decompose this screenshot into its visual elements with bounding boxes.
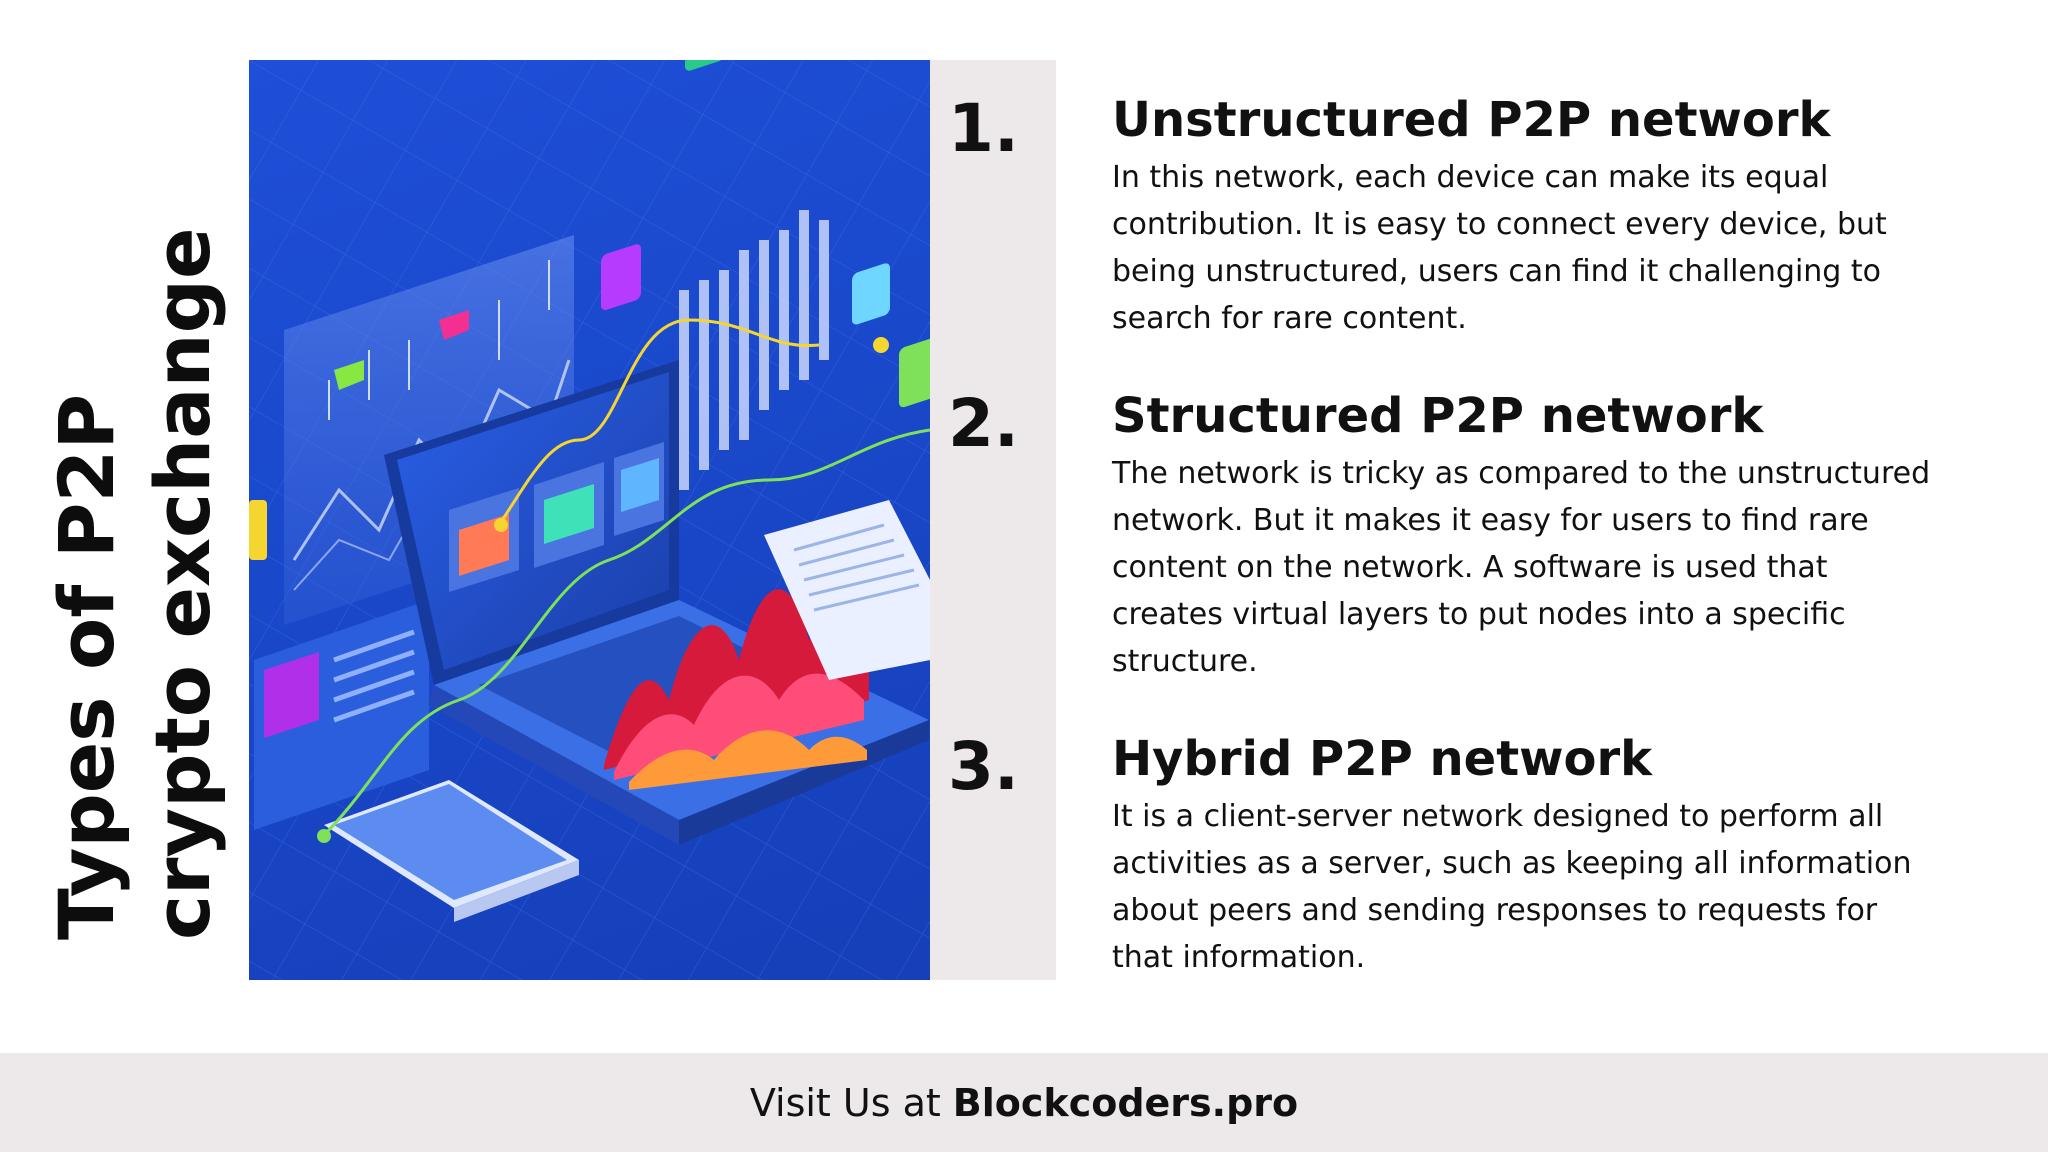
section-title: Unstructured P2P network [1112, 92, 1831, 148]
section-title: Hybrid P2P network [1112, 731, 1653, 787]
footer-brand-link[interactable]: Blockcoders.pro [952, 1080, 1299, 1125]
floating-document [254, 600, 429, 830]
illustration-panel [249, 60, 930, 980]
number-column: 1. 2. 3. [930, 60, 1056, 980]
section-body: In this network, each device can make it… [1112, 160, 1887, 336]
item-number-1: 1. [948, 90, 1019, 167]
section-body: It is a client-server network designed t… [1112, 799, 1912, 975]
footer-prefix: Visit Us at [749, 1080, 941, 1125]
section-hybrid: Hybrid P2P network It is a client-server… [1112, 729, 1932, 981]
phone [324, 780, 579, 922]
side-title-line-1: Types of P2P [42, 393, 131, 940]
section-body: The network is tricky as compared to the… [1112, 456, 1931, 679]
side-title-rotated: Types of P2P crypto exchange [40, 227, 230, 940]
item-number-3: 3. [948, 728, 1019, 805]
bar-cluster [679, 210, 829, 490]
floating-paper [764, 500, 930, 680]
footer-banner: Visit Us at Blockcoders.pro [0, 1053, 2048, 1152]
side-title-line-2: crypto exchange [138, 227, 227, 940]
laptop [384, 360, 929, 845]
section-structured: Structured P2P network The network is tr… [1112, 386, 1932, 685]
item-number-2: 2. [948, 385, 1019, 462]
side-title: Types of P2P crypto exchange [40, 227, 230, 940]
section-unstructured: Unstructured P2P network In this network… [1112, 90, 1932, 342]
section-title: Structured P2P network [1112, 388, 1764, 444]
laptop-analytics-icon [249, 60, 930, 980]
